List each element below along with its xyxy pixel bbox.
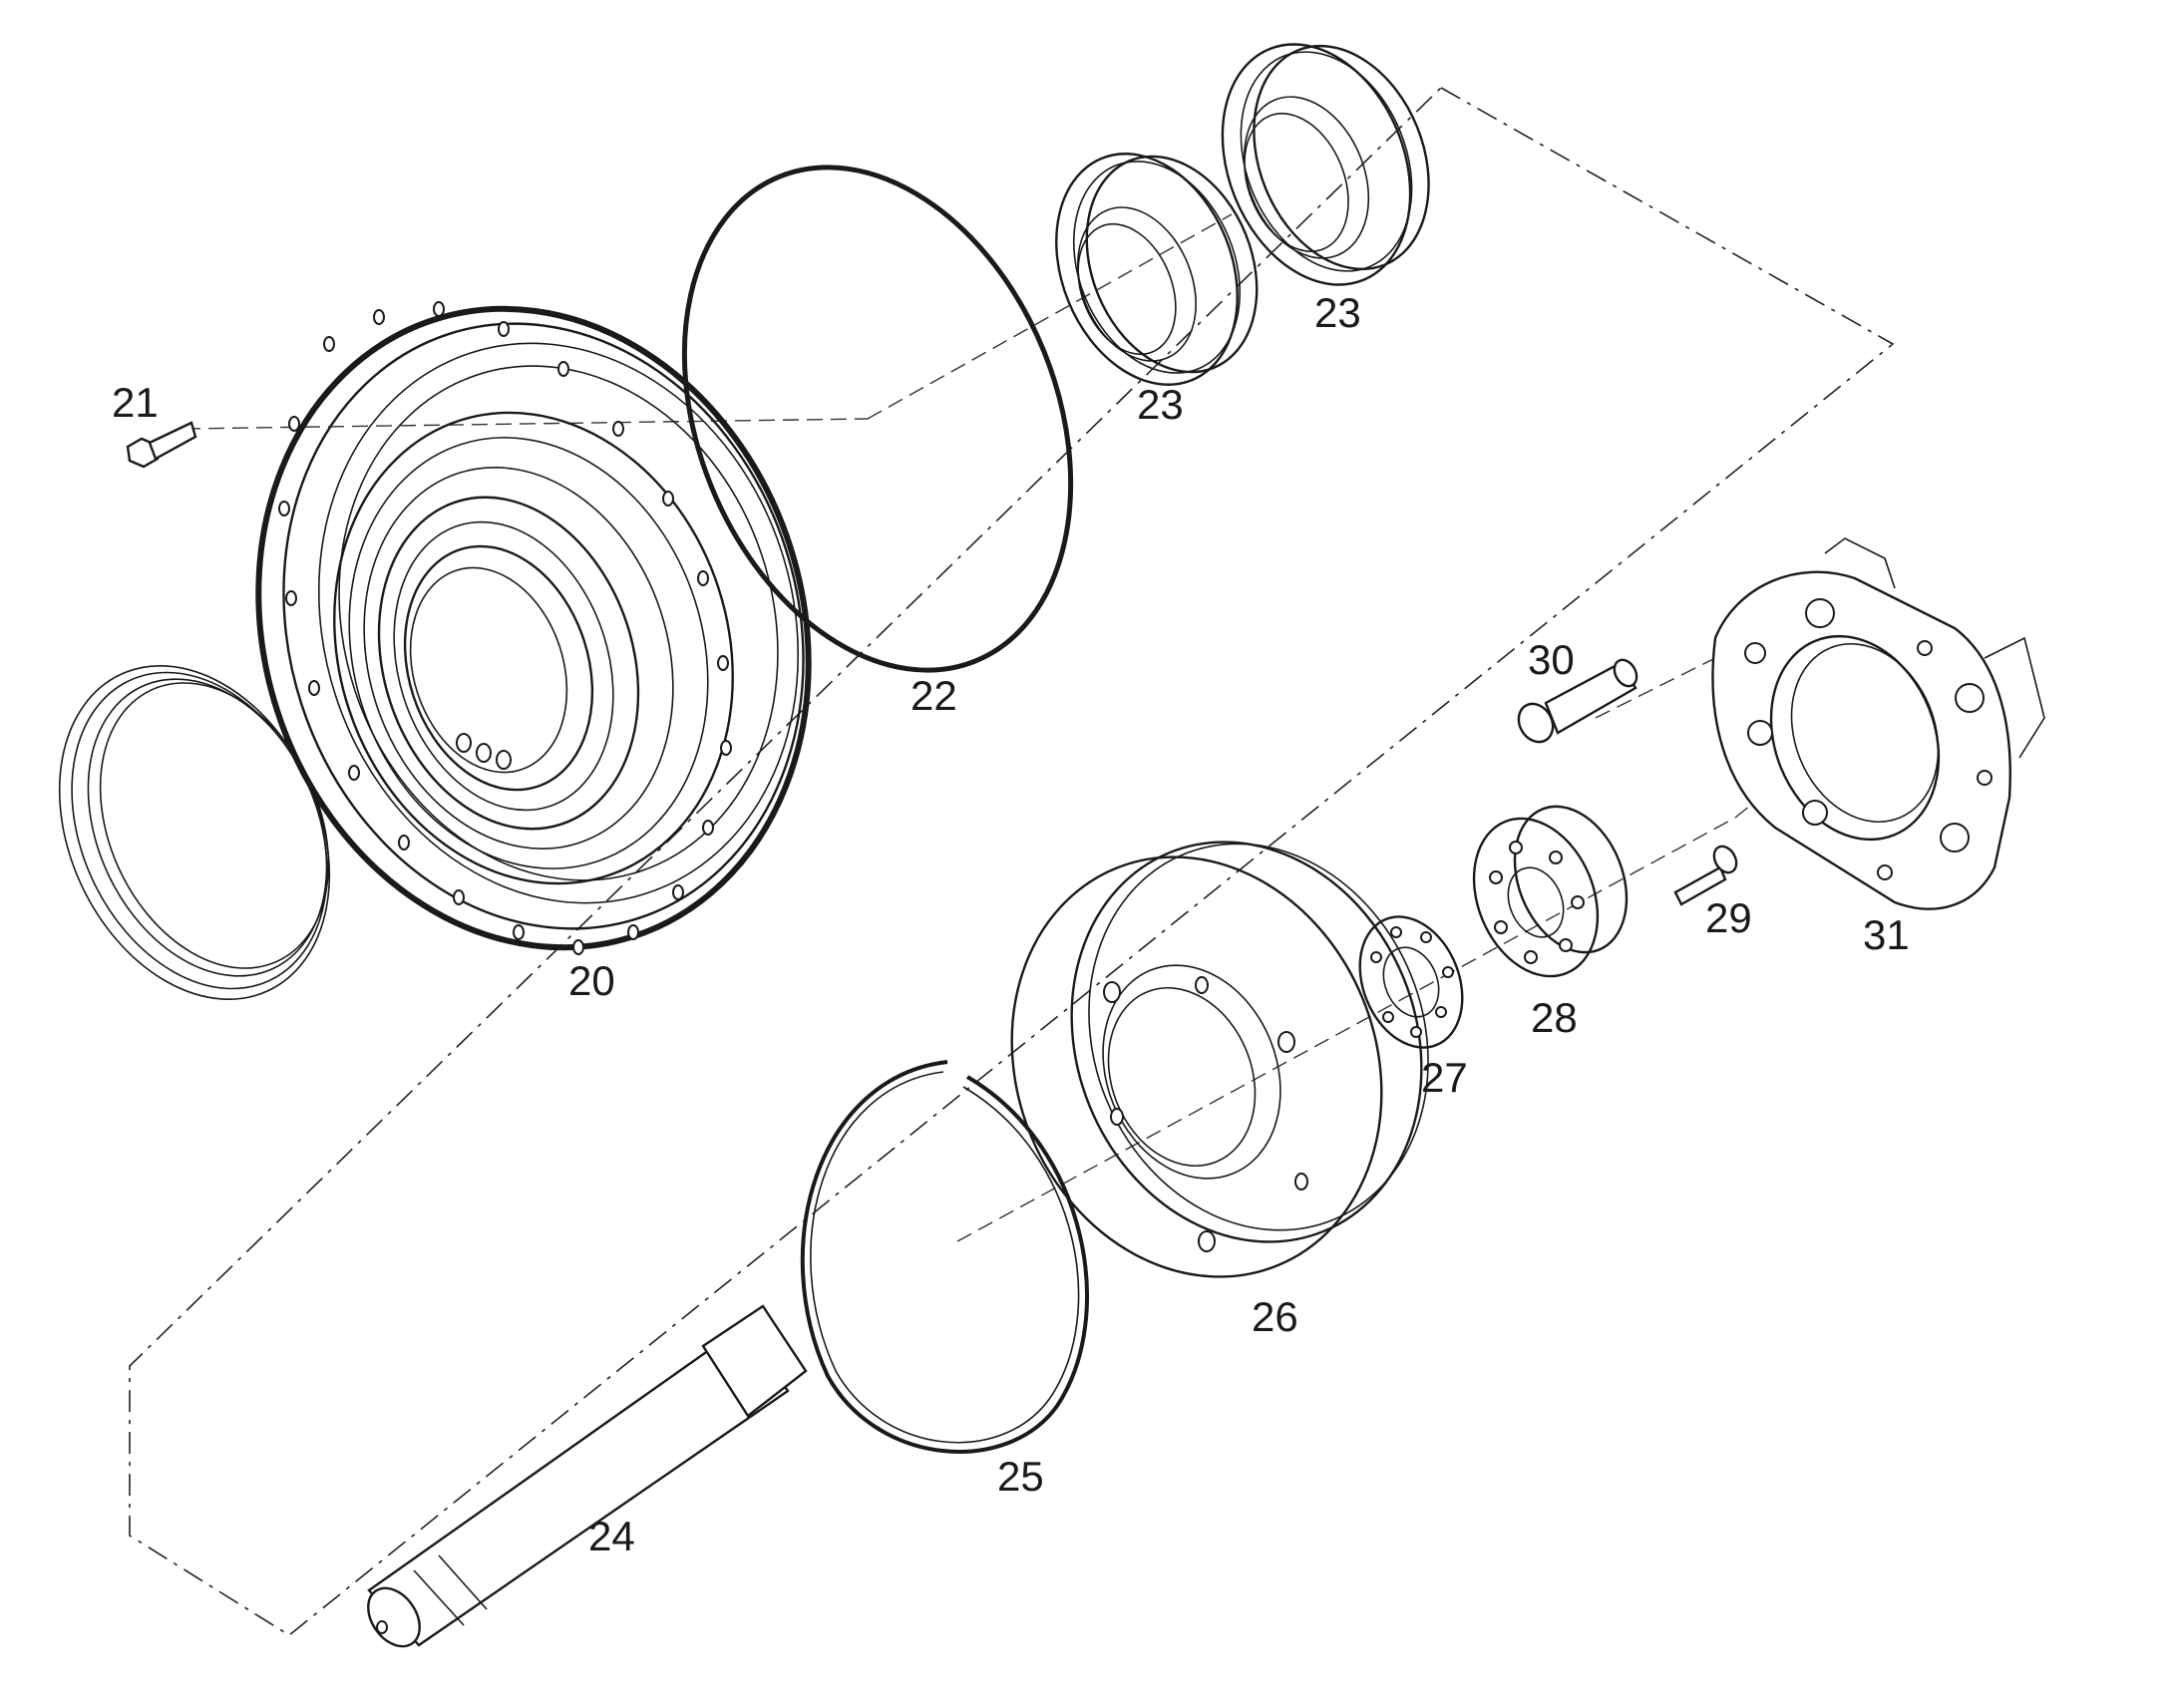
label-23-lower: 23 [1137, 381, 1184, 428]
label-31: 31 [1863, 911, 1910, 958]
label-22: 22 [910, 672, 957, 719]
part-30-cap-screw [1517, 658, 1638, 744]
part-22-o-ring [681, 165, 1074, 673]
part-31-cover-housing [1711, 537, 2045, 910]
part-26-piston-disc [1010, 841, 1429, 1278]
label-28: 28 [1531, 994, 1578, 1041]
flange-bolt-holes [278, 301, 732, 955]
part-29-small-screw [1673, 845, 1738, 906]
part-21-hex-bolt [126, 421, 197, 469]
label-26: 26 [1252, 1293, 1298, 1340]
part-20-housing-flange [255, 301, 812, 955]
label-24: 24 [588, 1513, 635, 1559]
part-23-bearing-lower [1055, 153, 1259, 386]
label-25: 25 [997, 1453, 1044, 1500]
part-labels: 20 21 22 23 23 24 25 26 27 28 29 30 31 [112, 289, 1910, 1559]
part-25-snap-ring [800, 1060, 1089, 1454]
label-27: 27 [1421, 1054, 1468, 1101]
label-29: 29 [1705, 894, 1752, 941]
part-23-bearing-upper [1221, 43, 1430, 286]
part-27-thin-plate [1358, 915, 1464, 1049]
part-28-thick-disc [1472, 805, 1629, 978]
label-30: 30 [1528, 636, 1575, 683]
assembly-outline [129, 87, 1895, 1636]
label-20: 20 [568, 957, 615, 1004]
part-24-shaft [367, 1304, 808, 1648]
seal-ring [58, 665, 331, 1000]
label-23-upper: 23 [1314, 289, 1361, 336]
center-axis-lines [183, 213, 1886, 1242]
label-21: 21 [112, 379, 159, 426]
